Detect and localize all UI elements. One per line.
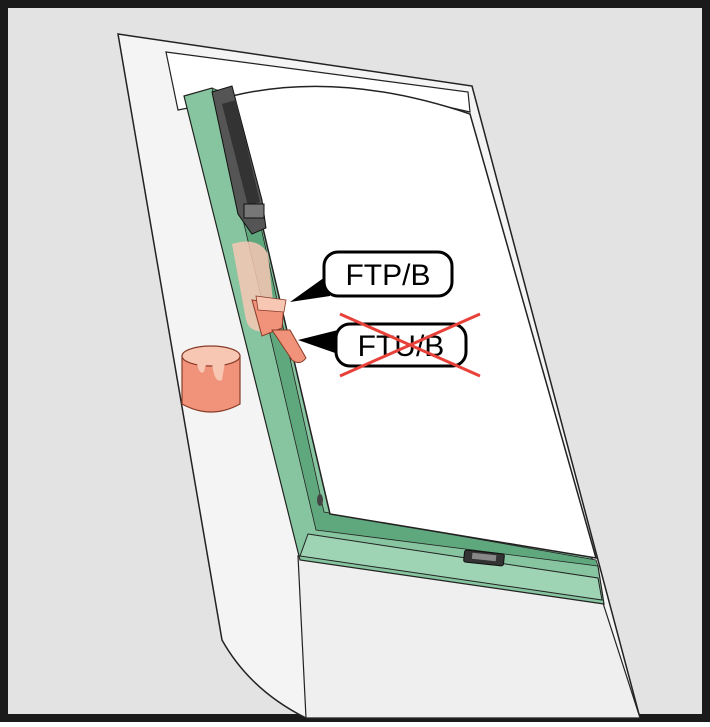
cross-out-icon: [339, 312, 481, 378]
hinge-detail: [317, 494, 323, 506]
paintbrush-icon: [251, 295, 307, 364]
glass-pane: [231, 85, 598, 559]
paint-can-icon: [181, 345, 241, 413]
window-handle-icon: [463, 549, 505, 567]
callout-ftp: FTP/B: [290, 250, 454, 302]
allowed-model-label: FTP/B: [345, 259, 430, 292]
ventilation-bar: [211, 85, 267, 235]
